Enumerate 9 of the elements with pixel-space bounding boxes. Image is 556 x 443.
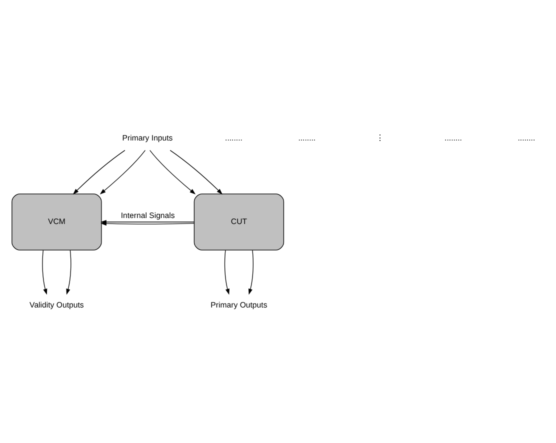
arrow (100, 149, 146, 194)
arrow (66, 249, 72, 294)
arrow (42, 249, 48, 294)
arrow (170, 149, 222, 194)
arrow (72, 149, 126, 194)
arrow (150, 149, 196, 194)
arrow (100, 221, 194, 226)
arrow (248, 249, 254, 294)
arrow (224, 249, 230, 294)
